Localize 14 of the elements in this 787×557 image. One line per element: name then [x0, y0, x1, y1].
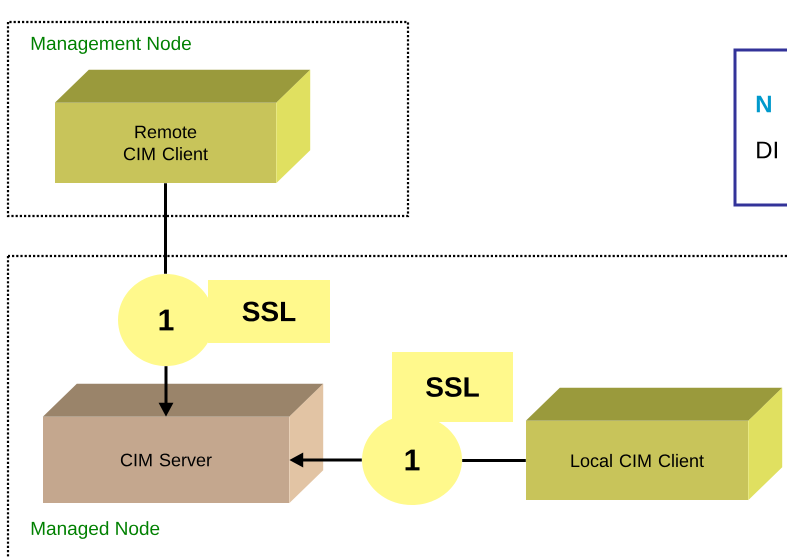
note-text: N — [756, 96, 771, 112]
note-box — [734, 48, 787, 206]
protocol-tag: SSL — [392, 352, 513, 422]
node-label: SSL — [242, 302, 296, 322]
protocol-tag: SSL — [208, 280, 330, 343]
client-box: Remote CIM Client — [54, 70, 310, 184]
client-box: Local CIM Client — [526, 388, 782, 500]
note-text: DI — [757, 142, 777, 158]
node-label: 1 — [406, 450, 420, 470]
group-label: Managed Node — [32, 521, 160, 539]
node-group-frame — [6, 254, 787, 557]
node-group-frame — [6, 20, 410, 218]
server-box: CIM Server — [42, 384, 324, 504]
group-label: Management Node — [32, 36, 191, 54]
